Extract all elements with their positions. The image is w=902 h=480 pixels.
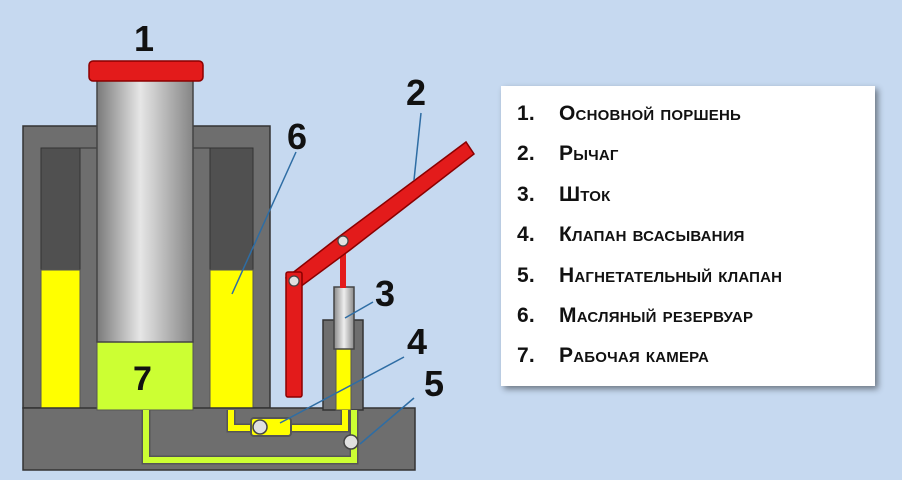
legend-number: 1. (517, 102, 535, 125)
label-main-piston: 1 (134, 18, 154, 59)
main-piston (96, 79, 194, 343)
legend-item-7: 7. Рабочая камера (517, 344, 875, 384)
legend-number: 2. (517, 142, 535, 166)
legend-item-5: 5. Нагнетательный клапан (517, 264, 875, 304)
legend-label: Рычаг (559, 142, 619, 166)
pump-oil (335, 347, 352, 411)
legend-label: Шток (559, 182, 611, 206)
label-lever: 2 (406, 72, 426, 113)
legend-item-6: 6. Масляный резервуар (517, 304, 875, 344)
legend-item-2: 2. Рычаг (517, 142, 875, 182)
legend-label: Рабочая камера (559, 344, 710, 368)
lever-pivot (288, 275, 300, 287)
reservoir-oil-left (40, 269, 81, 411)
legend-number: 6. (517, 303, 535, 327)
piston-cap (88, 60, 204, 82)
legend-item-1: 1. Основной поршень (517, 102, 875, 142)
legend-number: 3. (517, 182, 535, 206)
reservoir-oil-right (209, 269, 254, 411)
legend-label: Масляный резервуар (559, 303, 754, 327)
link-pin (337, 235, 349, 247)
label-discharge-valve: 5 (424, 363, 444, 404)
leader-line-6 (231, 151, 297, 295)
label-oil-reservoir: 6 (287, 116, 307, 157)
label-suction-valve: 4 (407, 321, 427, 362)
discharge-valve-ball (343, 434, 359, 450)
leader-line-2 (413, 112, 422, 181)
legend-label: Основной поршень (559, 102, 741, 125)
lever-handle (285, 271, 303, 398)
cylinder-wall-left (79, 147, 98, 411)
label-working-chamber: 7 (133, 360, 152, 398)
legend-label: Нагнетательный клапан (559, 263, 783, 287)
lever-arm (284, 140, 476, 292)
leader-line-4 (279, 356, 405, 424)
legend-item-4: 4. Клапан всасывания (517, 223, 875, 263)
leader-line-3 (344, 301, 374, 319)
legend-number: 7. (517, 344, 535, 368)
legend-number: 4. (517, 223, 535, 247)
cylinder-wall-right (192, 147, 211, 411)
pump-rod (333, 286, 355, 350)
label-rod: 3 (375, 273, 395, 314)
legend-box: 1. Основной поршень 2. Рычаг 3. Шток 4. … (501, 86, 875, 386)
leader-line-5 (359, 397, 415, 445)
legend-item-3: 3. Шток (517, 183, 875, 223)
legend-number: 5. (517, 263, 535, 287)
legend-label: Клапан всасывания (559, 223, 745, 247)
suction-valve-ball (252, 419, 268, 435)
